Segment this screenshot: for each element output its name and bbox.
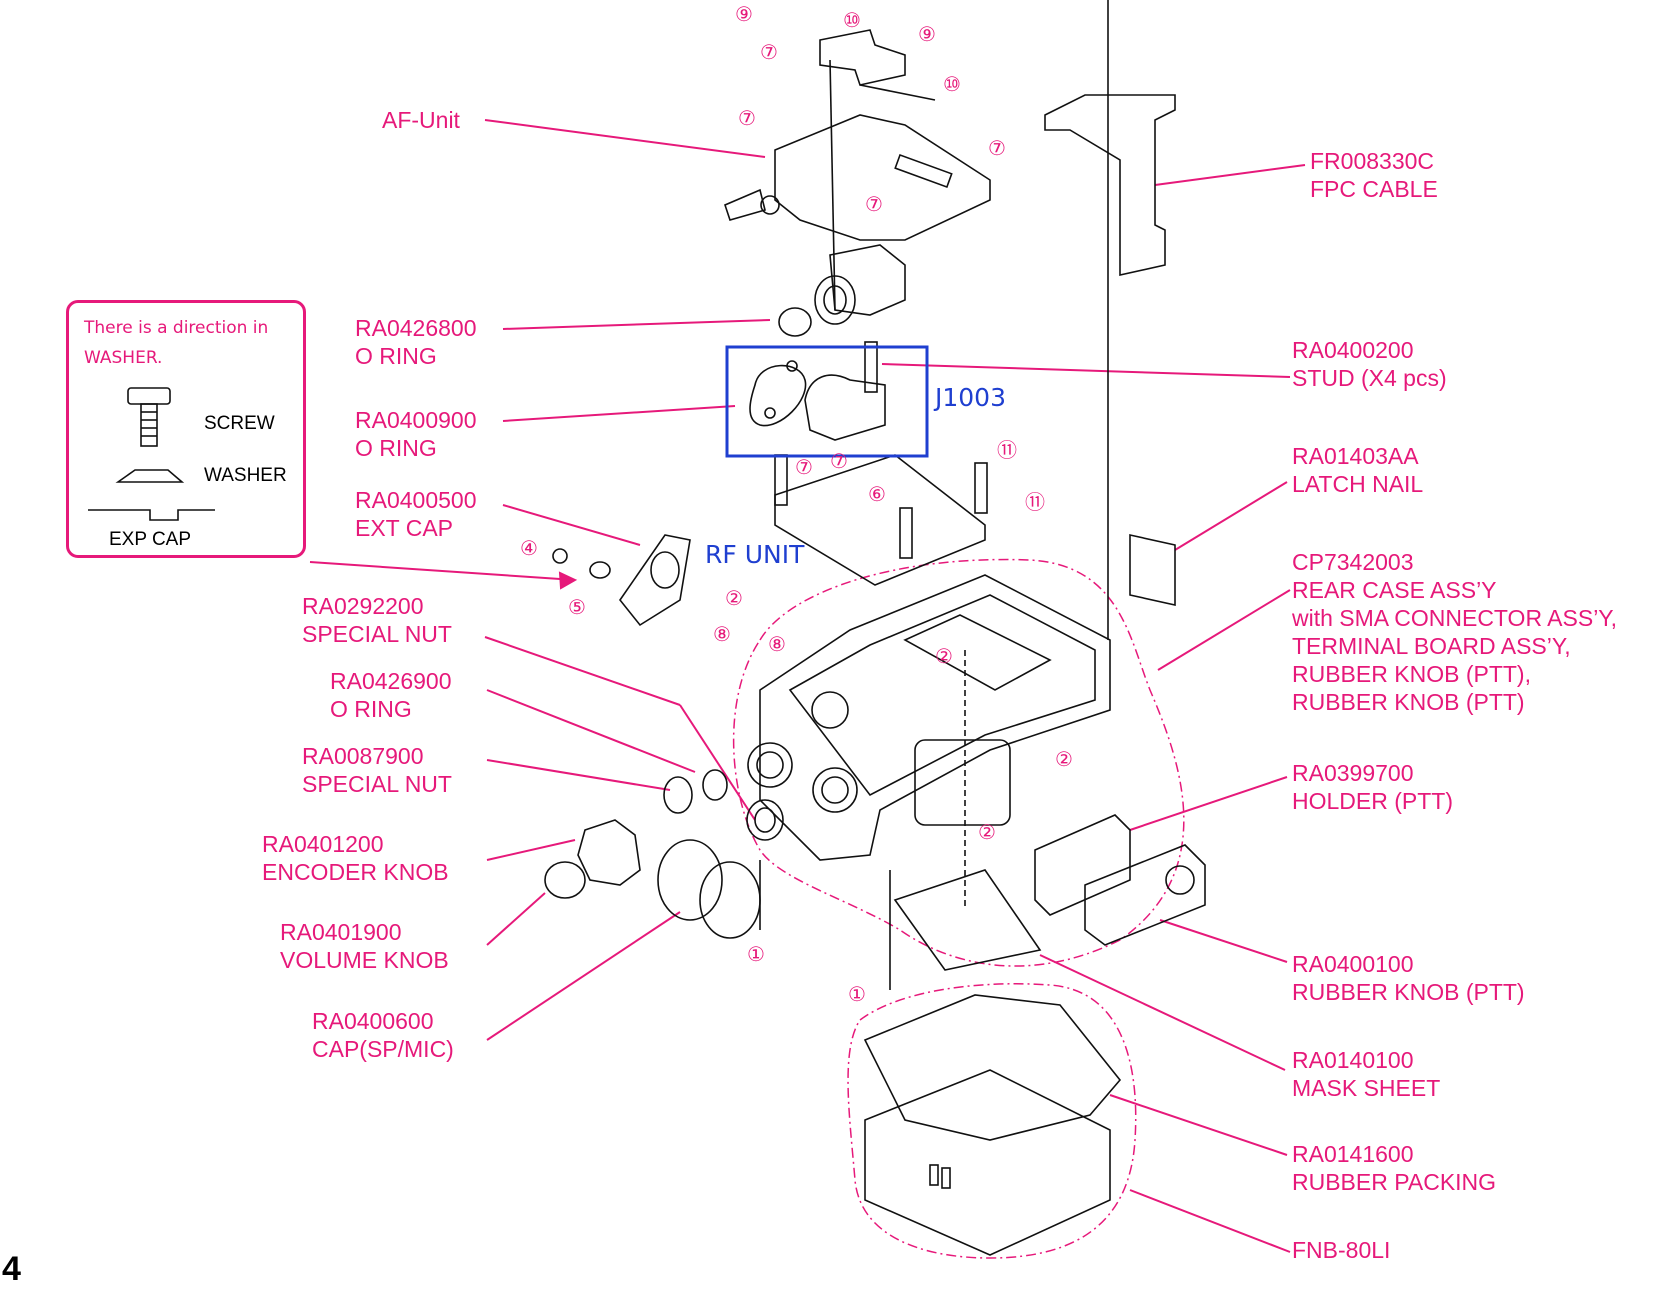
legend-screw-label: SCREW: [204, 413, 275, 434]
af-unit-board: [774, 114, 991, 241]
callout-4: ④: [520, 536, 538, 560]
callout-8a: ⑧: [713, 622, 731, 646]
callout-5: ⑤: [568, 595, 586, 619]
j1003-highlight-box: [725, 345, 929, 458]
callout-7e: ⑦: [795, 455, 813, 479]
callout-7c: ⑦: [988, 136, 1006, 160]
mask-sheet: [893, 869, 1042, 971]
callout-7d: ⑦: [865, 192, 883, 216]
group-outlines: [732, 558, 1185, 1259]
callout-1a: ①: [747, 942, 765, 966]
callout-2d: ②: [978, 820, 996, 844]
parts-drawing: [544, 0, 1206, 1256]
callout-10b: ⑩: [943, 72, 961, 96]
callout-7f: ⑦: [830, 449, 848, 473]
callout-9b: ⑨: [918, 22, 936, 46]
callout-2b: ②: [935, 644, 953, 668]
callout-2a: ②: [725, 586, 743, 610]
callout-7a: ⑦: [760, 40, 778, 64]
page-marker: 4: [2, 1250, 21, 1288]
rubber-packing: [863, 994, 1122, 1141]
leader-lines: [309, 119, 1306, 1253]
callout-2c: ②: [1055, 747, 1073, 771]
callout-11b: ⑪: [1025, 490, 1045, 514]
fpc-cable: [1044, 94, 1176, 276]
annotation-j1003: J1003: [935, 383, 1006, 412]
o-ring-plate: [749, 364, 807, 427]
callout-10a: ⑩: [843, 8, 861, 32]
label-fnb80li: FNB-80LI: [1292, 1237, 1391, 1263]
legend-drawings: [88, 387, 215, 521]
callout-11a: ⑪: [997, 438, 1017, 462]
battery-fnb80li: [864, 1069, 1111, 1256]
callout-7b: ⑦: [738, 106, 756, 130]
rear-case: [759, 574, 1111, 861]
legend-exp-cap-label: EXP CAP: [109, 529, 192, 550]
callout-6: ⑥: [868, 482, 886, 506]
callout-8b: ⑧: [768, 632, 786, 656]
label-af-unit: AF-Unit: [382, 107, 460, 133]
legend-washer-label: WASHER: [204, 465, 287, 486]
callout-1b: ①: [848, 982, 866, 1006]
callout-9a: ⑨: [735, 2, 753, 26]
annotation-rf-unit: RF UNIT: [705, 540, 805, 569]
